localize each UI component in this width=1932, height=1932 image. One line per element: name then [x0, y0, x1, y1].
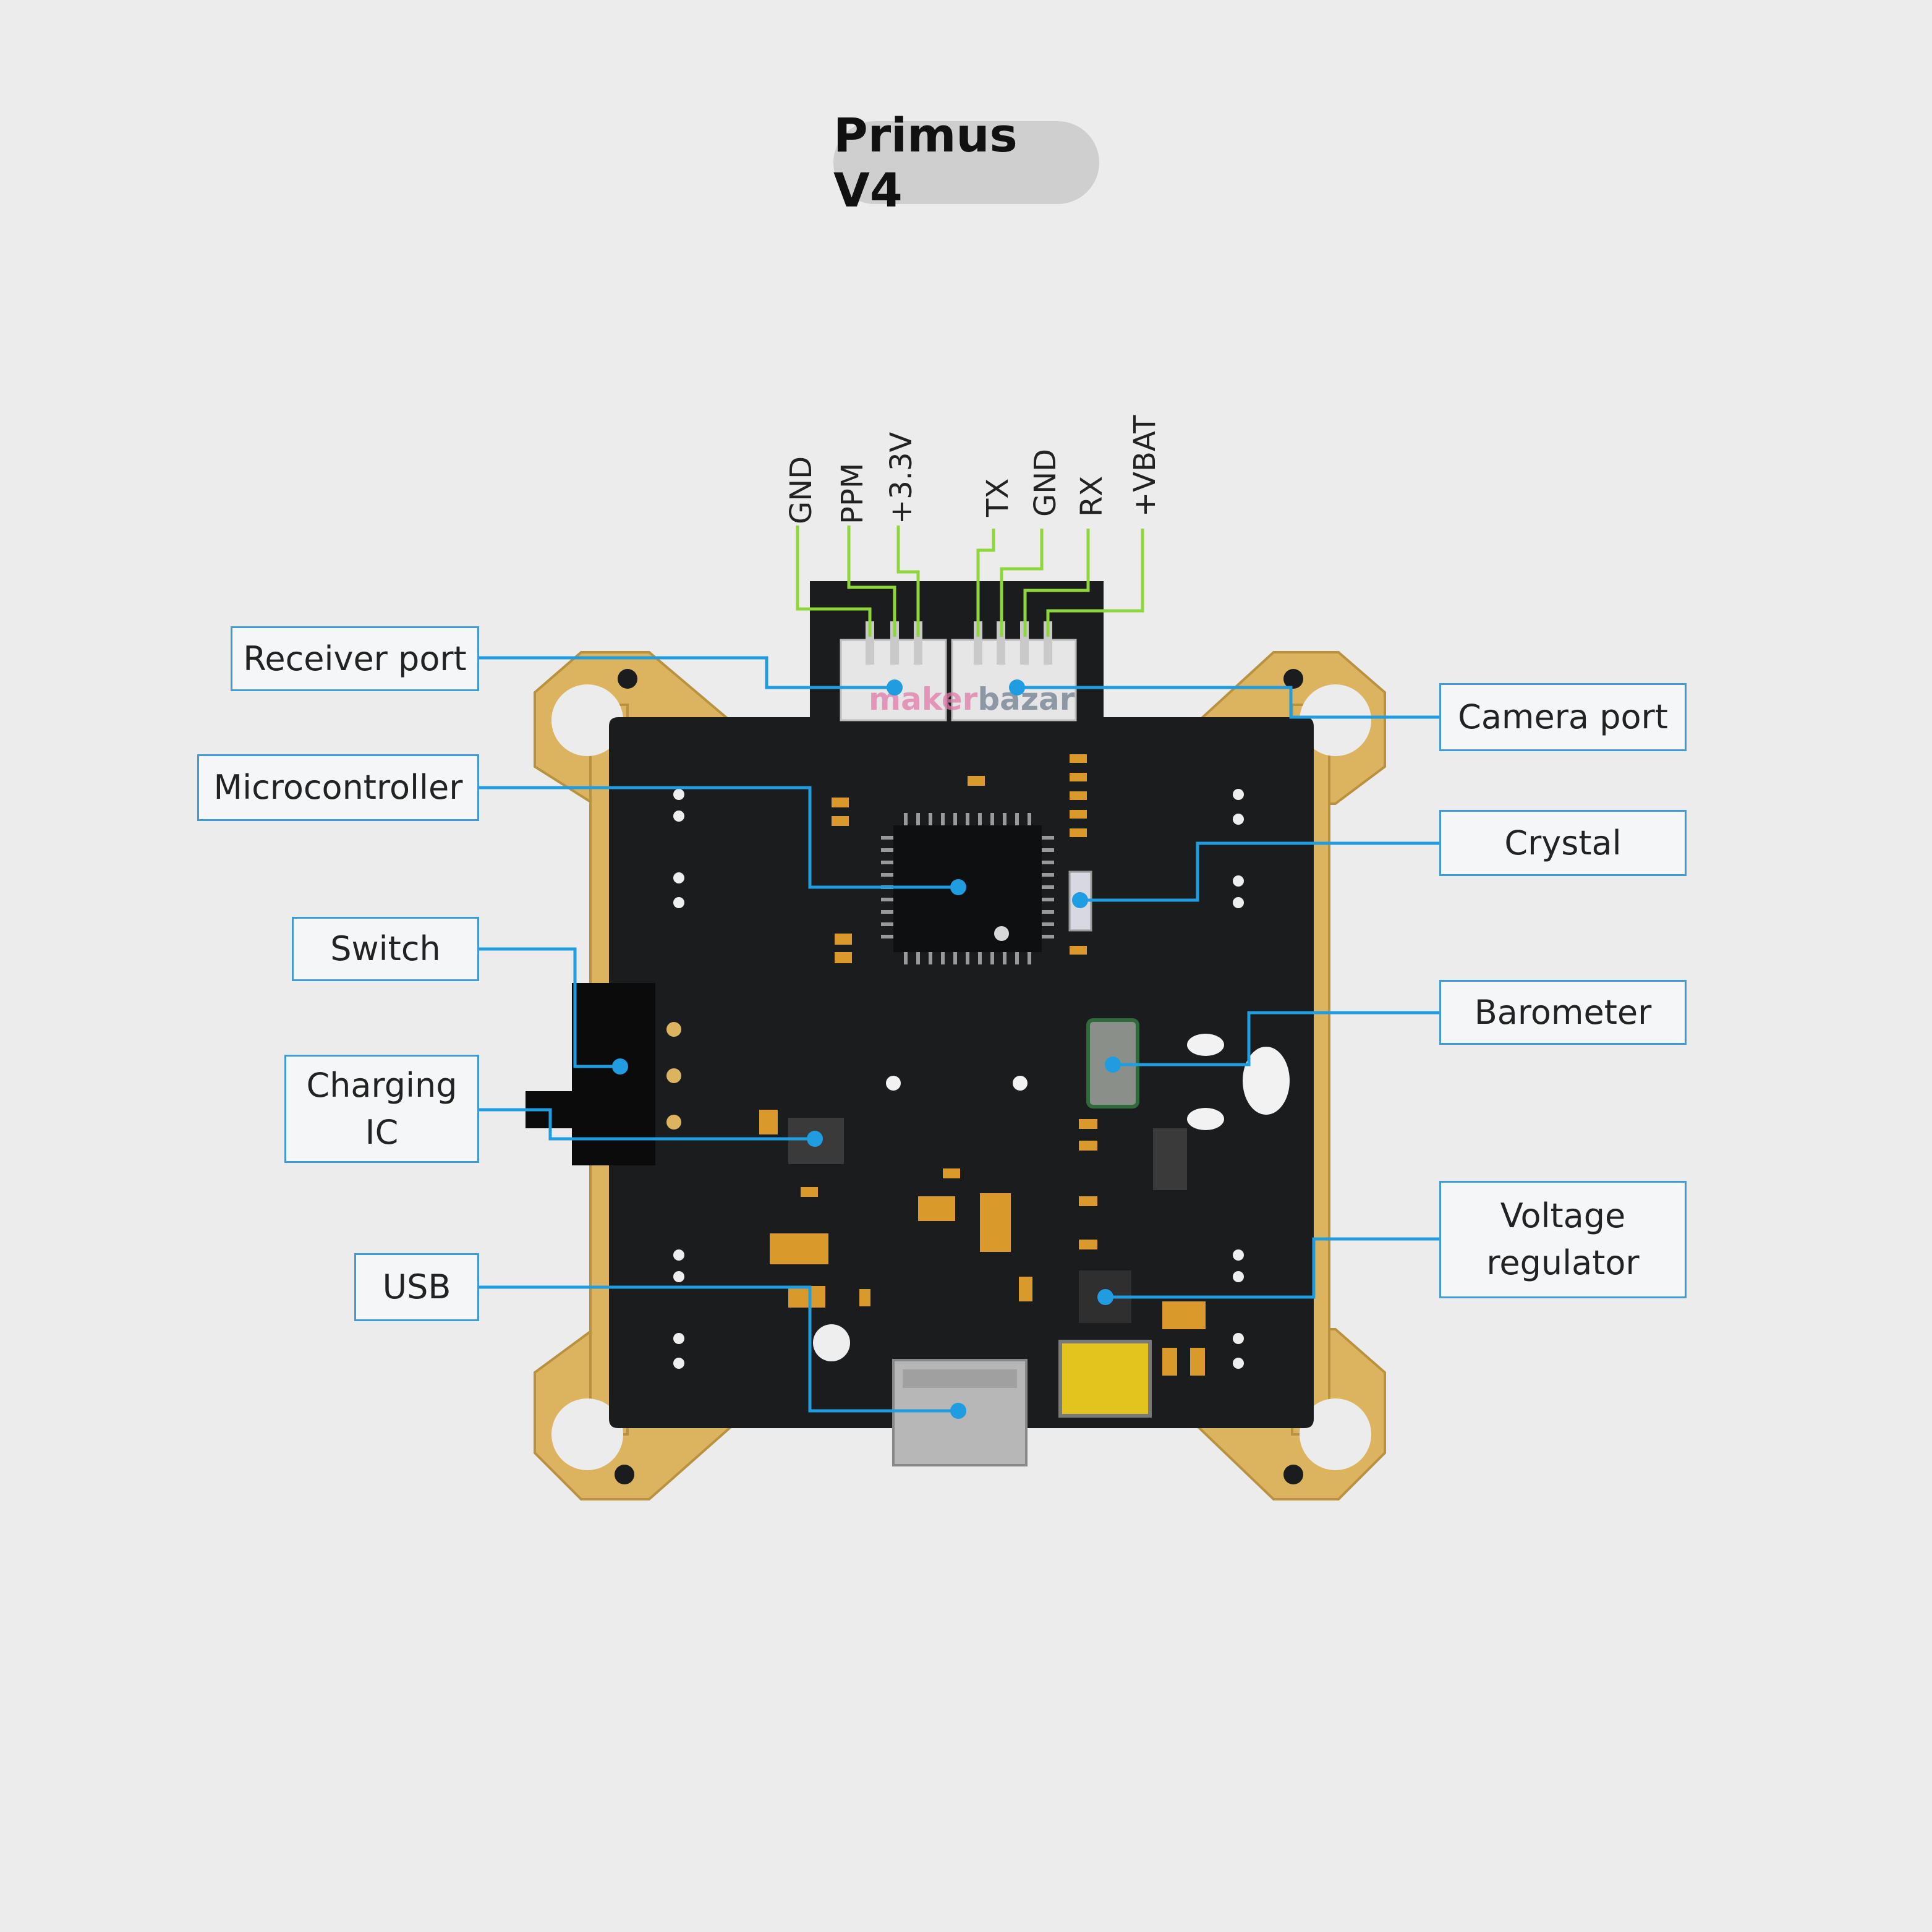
callout-receiver-port-text: Receiver port — [243, 639, 467, 678]
mounting-screws — [615, 669, 1303, 1484]
callout-leader-lines — [479, 656, 1439, 1413]
pin-label-camera-rx: RX — [1075, 476, 1109, 517]
pin-label-receiver-3v3: +3.3V — [884, 432, 919, 524]
callout-voltage-regulator-line2: regulator — [1486, 1243, 1640, 1282]
leader-charging-ic — [479, 1108, 815, 1141]
watermark: makerbazar — [869, 681, 1075, 717]
callout-crystal-text: Crystal — [1504, 823, 1622, 862]
callout-usb-text: USB — [382, 1267, 451, 1306]
leader-receiver-port — [479, 656, 895, 689]
pin-label-receiver-ppm: PPM — [835, 463, 870, 524]
callout-voltage-regulator-line1: Voltage — [1500, 1196, 1626, 1235]
callout-switch-text: Switch — [330, 929, 441, 968]
callout-switch: Switch — [292, 917, 479, 981]
leader-barometer — [1113, 1011, 1439, 1066]
pin-label-camera-tx: TX — [981, 479, 1015, 517]
callout-barometer: Barometer — [1439, 980, 1687, 1045]
leader-usb — [479, 1285, 958, 1413]
leader-microcontroller — [479, 786, 958, 889]
callout-charging-ic-line1: Charging — [306, 1065, 457, 1105]
capacitor-yellow — [1058, 1340, 1152, 1418]
passive-components — [759, 754, 1206, 1376]
pin-leader-lines — [796, 526, 1144, 637]
leader-camera-port — [1017, 686, 1439, 719]
title-text: Primus V4 — [833, 108, 1018, 218]
page-title: Primus V4 — [833, 108, 1099, 218]
callout-charging-ic-line2: IC — [365, 1112, 399, 1152]
mounting-hole-tr — [1300, 684, 1371, 756]
mounting-holes — [551, 684, 1371, 1470]
callout-crystal: Crystal — [1439, 810, 1687, 876]
callout-target-dots — [612, 679, 1121, 1419]
mounting-hole-br — [1300, 1398, 1371, 1470]
callout-camera-port-text: Camera port — [1458, 697, 1668, 736]
pin-label-receiver-gnd: GND — [784, 456, 819, 524]
pin-label-camera-gnd: GND — [1028, 449, 1063, 517]
leader-voltage-regulator — [1105, 1237, 1439, 1299]
pin-label-camera-vbat: +VBAT — [1128, 415, 1162, 517]
callout-microcontroller-text: Microcontroller — [213, 768, 463, 807]
mounting-hole-bl — [551, 1398, 623, 1470]
callout-voltage-regulator: Voltage regulator — [1439, 1181, 1687, 1298]
pin-labels: GND PPM +3.3V TX GND RX +VBAT — [784, 415, 1162, 524]
white-pads — [673, 789, 1244, 1369]
mounting-hole-tl — [551, 684, 623, 756]
leader-crystal — [1080, 841, 1439, 902]
callout-receiver-port: Receiver port — [231, 626, 479, 691]
callout-charging-ic: Charging IC — [284, 1055, 479, 1163]
switch-component — [526, 983, 681, 1165]
pcb-body — [609, 581, 1314, 1428]
callout-usb: USB — [354, 1253, 479, 1321]
callout-camera-port: Camera port — [1439, 683, 1687, 751]
callout-barometer-text: Barometer — [1474, 992, 1652, 1032]
leader-switch — [479, 947, 620, 1068]
callout-microcontroller: Microcontroller — [197, 754, 479, 821]
